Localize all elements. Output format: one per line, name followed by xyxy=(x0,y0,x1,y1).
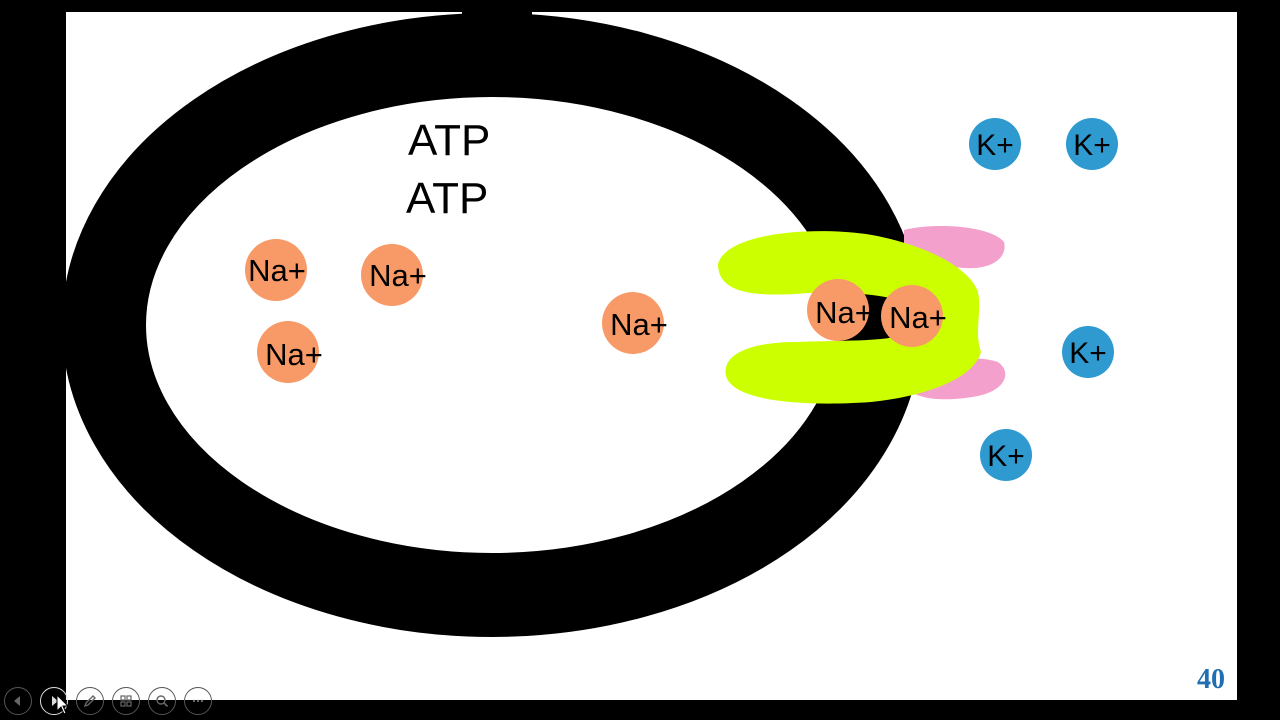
svg-text:K+: K+ xyxy=(987,440,1025,473)
sodium-ion: Na+ xyxy=(245,239,307,301)
svg-text:Na+: Na+ xyxy=(815,295,873,330)
svg-text:Na+: Na+ xyxy=(248,253,306,288)
sodium-ion: Na+ xyxy=(881,285,947,347)
zoom-button[interactable] xyxy=(148,687,176,715)
cell-membrane xyxy=(66,13,922,637)
previous-slide-button[interactable] xyxy=(4,687,32,715)
next-slide-button[interactable] xyxy=(40,687,68,715)
svg-text:Na+: Na+ xyxy=(889,300,947,335)
svg-text:K+: K+ xyxy=(1073,129,1111,162)
arrow-right-icon xyxy=(52,696,58,706)
potassium-ion: K+ xyxy=(1066,118,1118,170)
slide: ATP ATP Na+ Na+ Na+ Na+ Na+ Na+ xyxy=(66,12,1237,700)
membrane-top-notch xyxy=(462,12,532,32)
more-options-button[interactable] xyxy=(184,687,212,715)
svg-text:Na+: Na+ xyxy=(610,307,668,342)
sodium-potassium-pump xyxy=(718,231,981,404)
sodium-ion: Na+ xyxy=(807,279,873,341)
pen-icon xyxy=(83,695,96,708)
potassium-ion: K+ xyxy=(980,429,1032,481)
slide-number: 40 xyxy=(1197,664,1225,695)
more-icon xyxy=(192,699,204,703)
potassium-ion: K+ xyxy=(969,118,1021,170)
pen-button[interactable] xyxy=(76,687,104,715)
zoom-icon xyxy=(156,695,169,708)
potassium-ion: K+ xyxy=(1062,326,1114,378)
atp-label-1: ATP xyxy=(408,116,490,165)
svg-text:Na+: Na+ xyxy=(369,258,427,293)
atp-label-2: ATP xyxy=(406,174,488,223)
svg-text:Na+: Na+ xyxy=(265,337,323,372)
mouse-cursor-icon xyxy=(56,694,70,715)
sodium-ion: Na+ xyxy=(602,292,668,354)
slides-grid-icon xyxy=(120,695,132,707)
svg-text:K+: K+ xyxy=(976,129,1014,162)
sodium-ion: Na+ xyxy=(361,244,427,306)
arrow-left-icon xyxy=(14,696,20,706)
svg-text:K+: K+ xyxy=(1069,337,1107,370)
sodium-ion: Na+ xyxy=(257,321,323,383)
presentation-toolbar xyxy=(4,686,212,716)
see-all-slides-button[interactable] xyxy=(112,687,140,715)
cell-diagram: ATP ATP Na+ Na+ Na+ Na+ Na+ Na+ xyxy=(66,12,1118,637)
